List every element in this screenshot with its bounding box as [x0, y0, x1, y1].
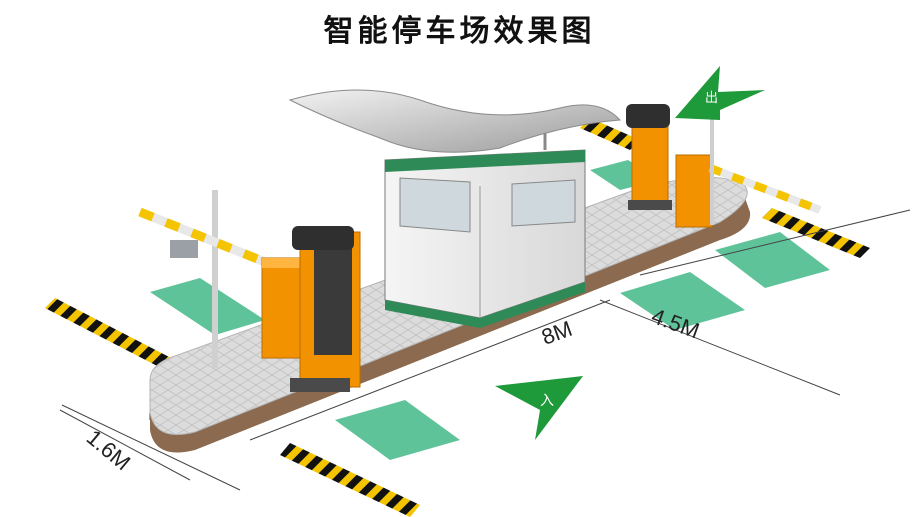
entrance-arrow-sign: 入: [495, 376, 583, 440]
right-barrier-gate: [675, 154, 822, 228]
dimension-8m: 8M: [538, 316, 575, 350]
right-ticket-machine: [626, 104, 672, 210]
lane-markings: [150, 160, 830, 460]
exit-sign-label: 出: [705, 91, 718, 106]
exit-arrow-sign: 出: [675, 66, 765, 120]
guard-booth: [384, 112, 586, 328]
dimension-1-6m: 1.6M: [82, 425, 136, 476]
page-title: 智能停车场效果图: [323, 14, 596, 49]
canopy-roof: [288, 89, 622, 153]
left-barrier-gate: [261, 257, 305, 359]
entrance-sign-label: 入: [540, 393, 554, 409]
left-ticket-machine: [290, 226, 361, 392]
